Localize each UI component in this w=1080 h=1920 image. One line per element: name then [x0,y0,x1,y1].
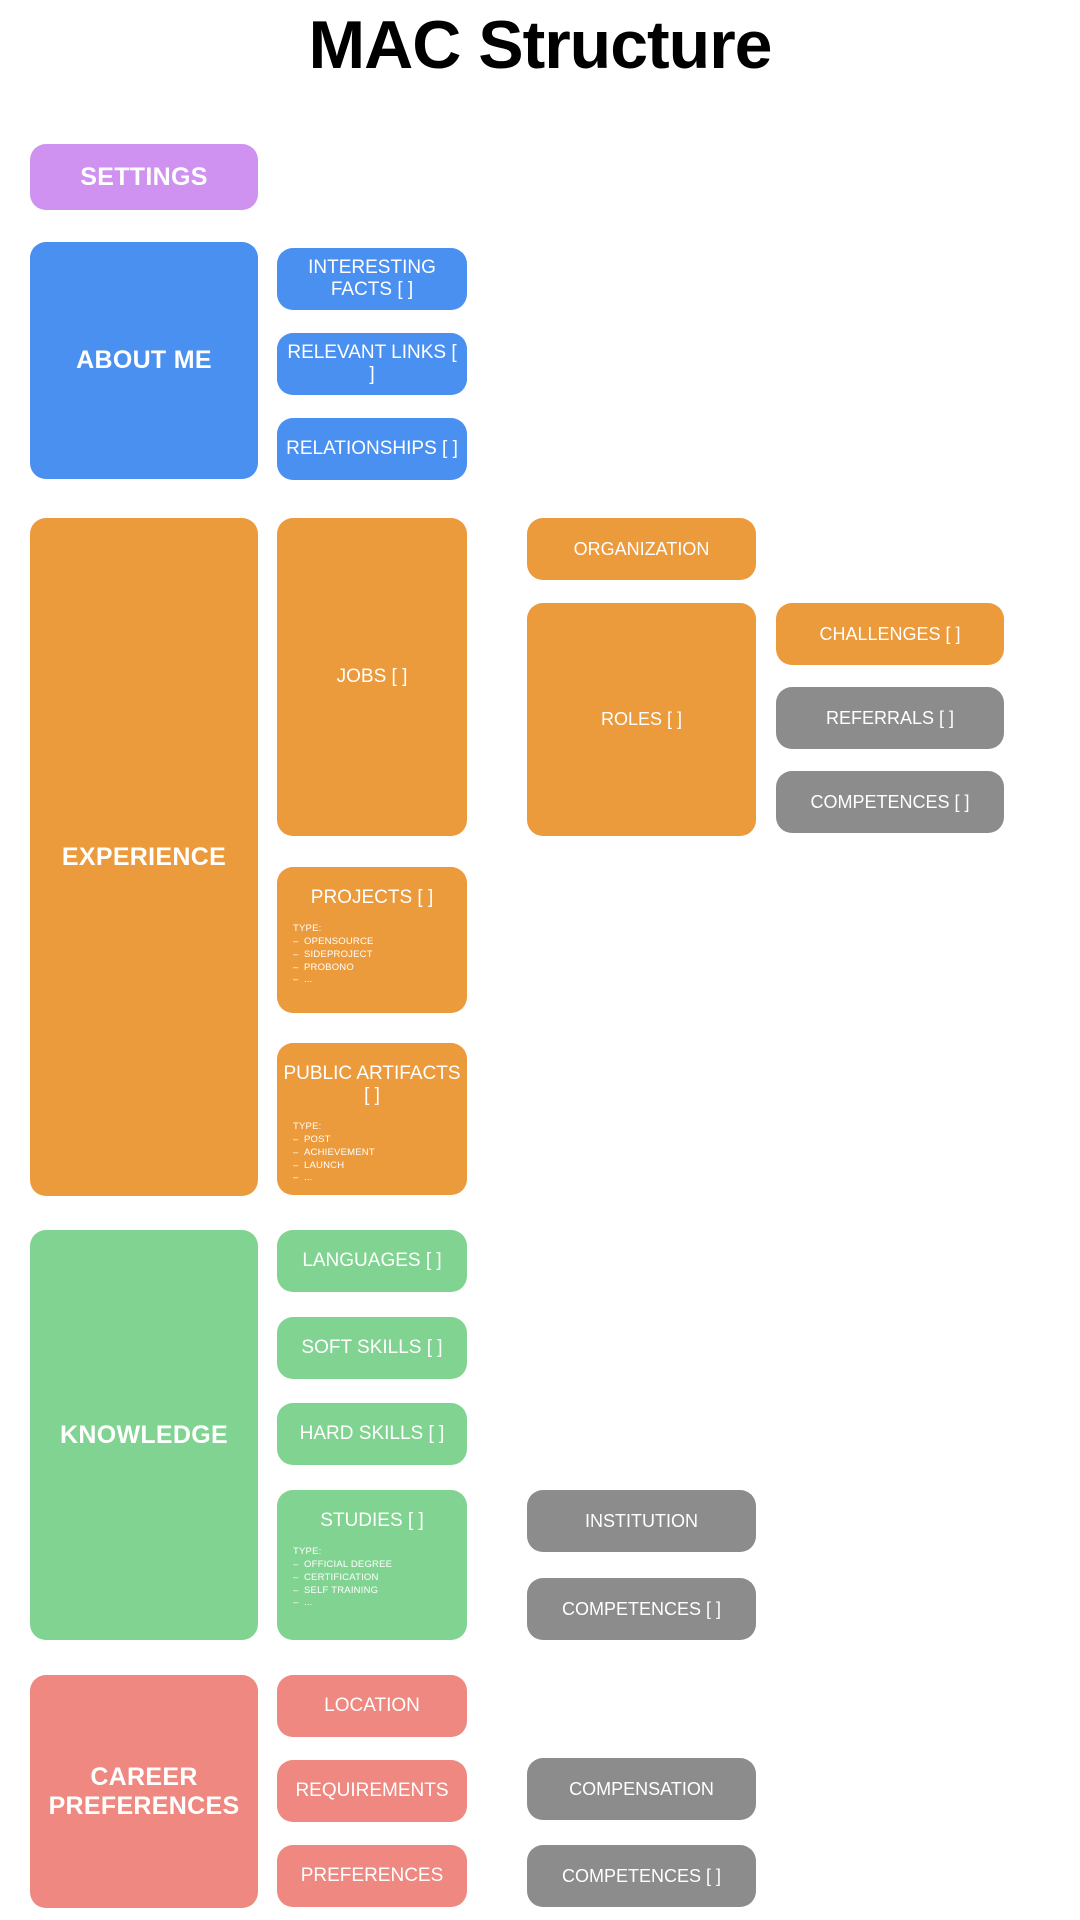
node-projects[interactable]: PROJECTS [ ] TYPE: –OPENSOURCE –SIDEPROJ… [277,867,467,1013]
node-soft-skills-label: SOFT SKILLS [ ] [301,1337,443,1359]
node-location-label: LOCATION [324,1695,420,1717]
node-roles[interactable]: ROLES [ ] [527,603,756,836]
node-about-me[interactable]: ABOUT ME [30,242,258,479]
node-settings-label: SETTINGS [80,162,208,191]
node-jobs[interactable]: JOBS [ ] [277,518,467,836]
page-title: MAC Structure [308,7,772,83]
node-career-competences-label: COMPETENCES [ ] [561,1865,722,1886]
node-knowledge-competences-label: COMPETENCES [ ] [561,1598,722,1619]
node-settings[interactable]: SETTINGS [30,144,258,210]
node-requirements[interactable]: REQUIREMENTS [277,1760,467,1822]
node-languages-label: LANGUAGES [ ] [302,1250,442,1272]
public-artifacts-type-item: –ACHIEVEMENT [293,1146,375,1158]
studies-type-list: TYPE: –OFFICIAL DEGREE –CERTIFICATION –S… [277,1546,467,1610]
public-artifacts-type-item: –POST [293,1134,331,1146]
studies-type-item: –... [293,1597,313,1609]
node-roles-label: ROLES [ ] [600,709,683,730]
node-career-preferences[interactable]: CAREER PREFERENCES [30,1675,258,1908]
node-compensation[interactable]: COMPENSATION [527,1758,756,1820]
node-organization-label: ORGANIZATION [573,538,710,559]
node-challenges[interactable]: CHALLENGES [ ] [776,603,1004,665]
node-location[interactable]: LOCATION [277,1675,467,1737]
node-experience-competences-label: COMPETENCES [ ] [810,791,970,812]
node-organization[interactable]: ORGANIZATION [527,518,756,580]
node-public-artifacts-label: PUBLIC ARTIFACTS [ ] [283,1063,461,1106]
studies-type-header: TYPE: [293,1545,322,1557]
node-career-preferences-label: CAREER PREFERENCES [48,1762,240,1820]
node-jobs-label: JOBS [ ] [336,666,408,688]
node-languages[interactable]: LANGUAGES [ ] [277,1230,467,1292]
node-requirements-label: REQUIREMENTS [295,1780,449,1802]
projects-type-header: TYPE: [293,922,322,934]
node-preferences[interactable]: PREFERENCES [277,1845,467,1907]
node-preferences-label: PREFERENCES [300,1865,444,1887]
projects-type-item: –... [293,974,313,986]
node-compensation-label: COMPENSATION [569,1778,714,1799]
node-soft-skills[interactable]: SOFT SKILLS [ ] [277,1317,467,1379]
node-relevant-links-label: RELEVANT LINKS [ ] [287,342,457,385]
node-studies-label: STUDIES [ ] [320,1510,424,1531]
node-career-competences[interactable]: COMPETENCES [ ] [527,1845,756,1907]
node-hard-skills-label: HARD SKILLS [ ] [299,1423,445,1445]
studies-type-item: –OFFICIAL DEGREE [293,1559,393,1571]
projects-type-list: TYPE: –OPENSOURCE –SIDEPROJECT –PROBONO … [277,923,467,987]
node-referrals[interactable]: REFERRALS [ ] [776,687,1004,749]
node-institution-label: INSTITUTION [585,1510,698,1531]
projects-type-item: –OPENSOURCE [293,936,374,948]
projects-type-item: –SIDEPROJECT [293,949,373,961]
node-relevant-links[interactable]: RELEVANT LINKS [ ] [277,333,467,395]
node-referrals-label: REFERRALS [ ] [825,707,955,728]
public-artifacts-type-item: –LAUNCH [293,1159,345,1171]
studies-type-item: –CERTIFICATION [293,1572,379,1584]
node-experience-competences[interactable]: COMPETENCES [ ] [776,771,1004,833]
node-knowledge[interactable]: KNOWLEDGE [30,1230,258,1640]
node-hard-skills[interactable]: HARD SKILLS [ ] [277,1403,467,1465]
node-knowledge-competences[interactable]: COMPETENCES [ ] [527,1578,756,1640]
node-relationships[interactable]: RELATIONSHIPS [ ] [277,418,467,480]
node-interesting-facts[interactable]: INTERESTING FACTS [ ] [277,248,467,310]
public-artifacts-type-item: –... [293,1172,313,1184]
node-experience-label: EXPERIENCE [61,842,227,871]
studies-type-item: –SELF TRAINING [293,1584,379,1596]
node-public-artifacts[interactable]: PUBLIC ARTIFACTS [ ] TYPE: –POST –ACHIEV… [277,1043,467,1195]
node-about-me-label: ABOUT ME [76,346,212,375]
node-experience[interactable]: EXPERIENCE [30,518,258,1196]
node-knowledge-label: KNOWLEDGE [60,1420,228,1449]
node-institution[interactable]: INSTITUTION [527,1490,756,1552]
node-interesting-facts-label: INTERESTING FACTS [ ] [308,257,436,300]
node-challenges-label: CHALLENGES [ ] [819,623,961,644]
node-relationships-label: RELATIONSHIPS [ ] [286,438,458,460]
projects-type-item: –PROBONO [293,961,354,973]
public-artifacts-type-list: TYPE: –POST –ACHIEVEMENT –LAUNCH –... [277,1121,467,1185]
public-artifacts-type-header: TYPE: [293,1120,322,1132]
node-studies[interactable]: STUDIES [ ] TYPE: –OFFICIAL DEGREE –CERT… [277,1490,467,1640]
node-projects-label: PROJECTS [ ] [310,887,434,908]
